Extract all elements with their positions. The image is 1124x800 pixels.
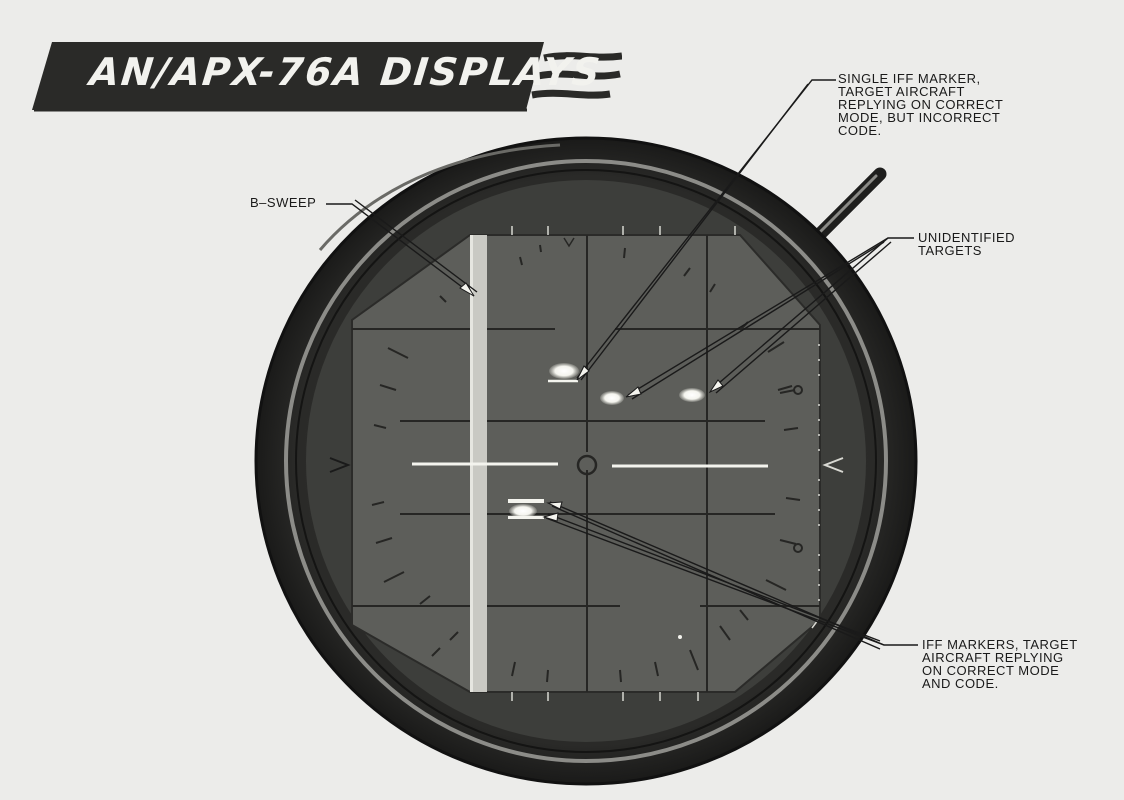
callout-line: B–SWEEP — [250, 196, 316, 209]
callout-unidentified-targets: UNIDENTIFIED TARGETS — [918, 231, 1015, 257]
unidentified-target-blip — [679, 388, 705, 402]
callout-line: AND CODE. — [922, 677, 1078, 690]
unidentified-target-blip — [600, 391, 624, 405]
iff-marker-upper — [508, 499, 544, 503]
single-iff-target-blip — [549, 363, 579, 379]
iff-target-blip — [509, 504, 537, 518]
callout-b-sweep: B–SWEEP — [250, 196, 316, 209]
callout-line: TARGETS — [918, 244, 1015, 257]
callout-single-iff-marker: SINGLE IFF MARKER, TARGET AIRCRAFT REPLY… — [838, 72, 1003, 137]
iff-marker-lower — [508, 516, 544, 519]
callout-line: CODE. — [838, 124, 1003, 137]
callout-iff-markers: IFF MARKERS, TARGET AIRCRAFT REPLYING ON… — [922, 638, 1078, 690]
